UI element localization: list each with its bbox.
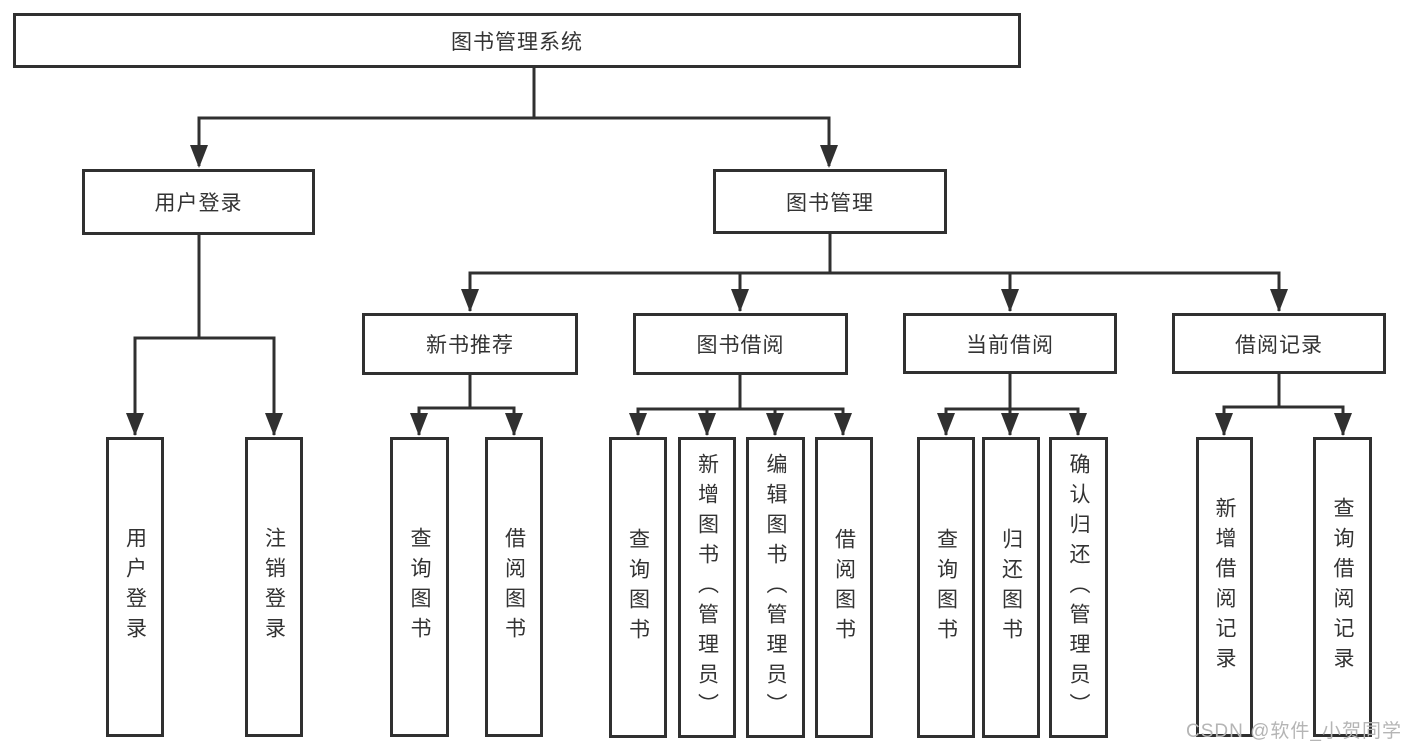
node-book-borrow-label: 图书借阅 [696,334,785,357]
node-borrow-records: 借阅记录 [1172,313,1386,374]
node-new-book-recommend: 新书推荐 [362,313,578,375]
node-current-borrow: 当前借阅 [903,313,1117,374]
node-borrow-records-label: 借阅记录 [1235,333,1323,357]
leaf-recommend-borrow-books: 借阅图书 [485,437,543,737]
leaf-current-return-books-label: 归还图书 [999,527,1023,648]
csdn-watermark: CSDN @软件_小贺同学 [1186,721,1402,742]
leaf-borrow-edit-books-label: 编辑图书（管理员） [764,452,787,723]
leaf-logout: 注销登录 [245,437,303,737]
arrowheads [126,145,1352,436]
leaf-recommend-query-books: 查询图书 [390,437,449,737]
leaf-current-return-books: 归还图书 [982,437,1040,738]
leaf-borrow-borrow-books-label: 借阅图书 [832,527,856,648]
leaf-borrow-add-books: 新增图书（管理员） [678,437,736,738]
leaf-current-confirm-return: 确认归还（管理员） [1049,437,1108,738]
node-book-borrow: 图书借阅 [633,313,848,375]
leaf-records-query-record: 查询借阅记录 [1313,437,1372,737]
leaf-borrow-query-books-label: 查询图书 [626,527,650,648]
leaf-user-login: 用户登录 [106,437,164,737]
leaf-recommend-borrow-books-label: 借阅图书 [502,527,526,647]
leaf-records-query-record-label: 查询借阅记录 [1331,497,1354,677]
leaf-records-add-record: 新增借阅记录 [1196,437,1253,737]
leaf-records-add-record-label: 新增借阅记录 [1213,497,1236,677]
leaf-borrow-add-books-label: 新增图书（管理员） [695,452,719,723]
node-book-management: 图书管理 [713,169,947,234]
node-book-management-label: 图书管理 [786,191,874,215]
leaf-borrow-borrow-books: 借阅图书 [815,437,873,738]
node-user-login-label: 用户登录 [154,192,243,215]
leaf-logout-label: 注销登录 [262,527,286,647]
node-root-label: 图书管理系统 [451,30,583,54]
leaf-borrow-edit-books: 编辑图书（管理员） [746,437,805,738]
node-user-login: 用户登录 [82,169,315,235]
node-current-borrow-label: 当前借阅 [966,333,1054,357]
node-root: 图书管理系统 [13,13,1021,68]
leaf-current-query-books: 查询图书 [917,437,975,738]
leaf-user-login-label: 用户登录 [123,527,147,647]
node-new-book-recommend-label: 新书推荐 [426,334,514,357]
tree-edges [133,68,1345,435]
leaf-recommend-query-books-label: 查询图书 [408,527,431,647]
leaf-borrow-query-books: 查询图书 [609,437,667,738]
leaf-current-confirm-return-label: 确认归还（管理员） [1067,452,1090,723]
leaf-current-query-books-label: 查询图书 [934,527,958,648]
